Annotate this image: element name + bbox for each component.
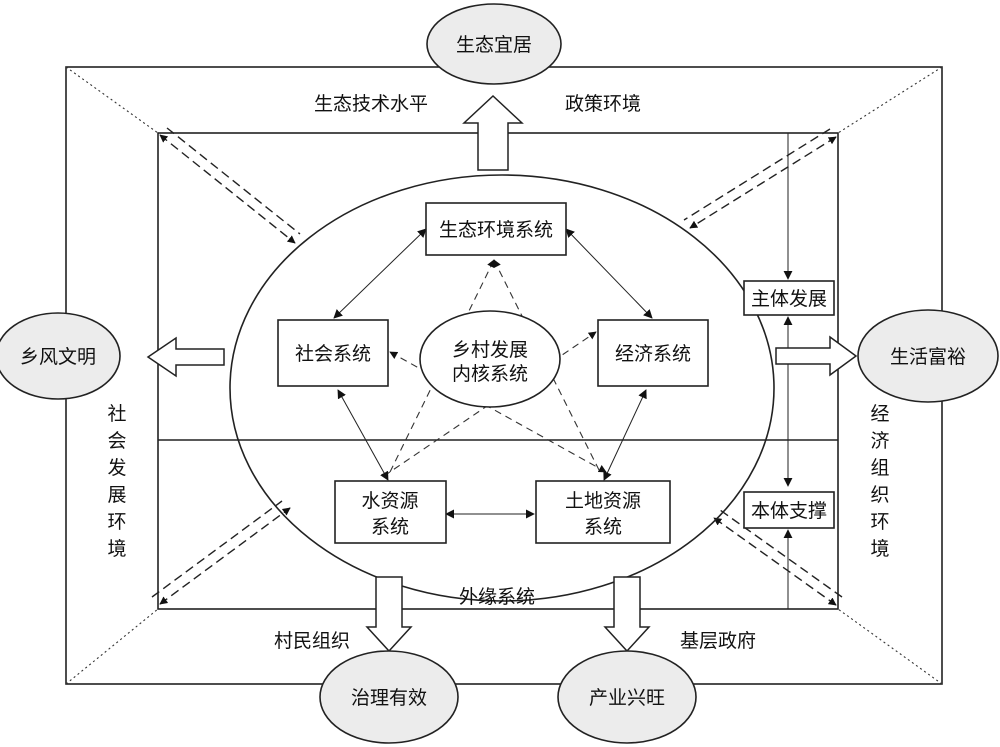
core-system: 乡村发展 内核系统 bbox=[419, 310, 561, 408]
outer-system-ellipse bbox=[229, 174, 775, 602]
dashed-arrow-tl bbox=[159, 127, 301, 244]
goal-bottom-left-label: 治理有效 bbox=[351, 687, 427, 709]
corner-diagonal-br bbox=[837, 608, 943, 685]
water-system-box: 水资源 系统 bbox=[334, 480, 447, 544]
land-system-label-1: 土地资源 bbox=[565, 490, 641, 512]
arrow-to-top-goal bbox=[462, 94, 524, 171]
arrow-to-right-goal bbox=[775, 335, 858, 377]
goal-right: 生活富裕 bbox=[857, 309, 999, 403]
env-bottom-right-label: 基层政府 bbox=[680, 630, 756, 652]
env-right-vertical-label: 经济组织环境 bbox=[870, 403, 889, 560]
system-links bbox=[333, 228, 653, 519]
corner-diagonal-bl bbox=[65, 608, 159, 685]
goal-left: 乡风文明 bbox=[0, 312, 121, 400]
ontology-support-box: 本体支撑 bbox=[743, 491, 835, 529]
env-top-left-label: 生态技术水平 bbox=[314, 93, 428, 115]
water-system-label-1: 水资源 bbox=[361, 490, 418, 512]
arrow-to-left-goal bbox=[146, 336, 225, 378]
social-system-label: 社会系统 bbox=[295, 343, 371, 365]
core-system-label-1: 乡村发展 bbox=[452, 339, 528, 361]
land-system-label-2: 系统 bbox=[584, 516, 622, 538]
ecology-system-label: 生态环境系统 bbox=[439, 219, 553, 241]
goal-bottom-right-label: 产业兴旺 bbox=[589, 687, 665, 709]
ecology-system-box: 生态环境系统 bbox=[425, 202, 567, 256]
dashed-arrow-tr bbox=[683, 128, 837, 229]
land-system-box: 土地资源 系统 bbox=[535, 480, 671, 544]
core-system-label-2: 内核系统 bbox=[452, 363, 528, 385]
subject-development-label: 主体发展 bbox=[751, 288, 827, 310]
goal-bottom-right: 产业兴旺 bbox=[557, 650, 697, 744]
ontology-support-label: 本体支撑 bbox=[751, 500, 827, 522]
economic-system-label: 经济系统 bbox=[615, 343, 691, 365]
arrow-to-bottom-left-goal bbox=[365, 576, 413, 653]
env-bottom-left-label: 村民组织 bbox=[274, 630, 350, 652]
goal-right-label: 生活富裕 bbox=[890, 346, 966, 368]
corner-diagonal-tr bbox=[837, 66, 943, 134]
env-left-vertical-label: 社会发展环境 bbox=[107, 403, 126, 560]
goal-top-label: 生态宜居 bbox=[456, 34, 532, 56]
social-system-box: 社会系统 bbox=[277, 319, 389, 387]
dashed-arrow-bl bbox=[151, 500, 291, 605]
subject-development-box: 主体发展 bbox=[743, 280, 835, 316]
economic-system-box: 经济系统 bbox=[597, 319, 709, 387]
dashed-arrow-br bbox=[713, 509, 843, 606]
arrow-to-bottom-right-goal bbox=[603, 576, 651, 653]
goal-top: 生态宜居 bbox=[426, 3, 562, 85]
water-system-label-2: 系统 bbox=[371, 516, 409, 538]
outer-system-label: 外缘系统 bbox=[459, 586, 535, 608]
env-top-right-label: 政策环境 bbox=[565, 93, 641, 115]
corner-diagonal-tl bbox=[65, 66, 159, 134]
goal-left-label: 乡风文明 bbox=[20, 346, 96, 368]
goal-bottom-left: 治理有效 bbox=[319, 650, 459, 744]
